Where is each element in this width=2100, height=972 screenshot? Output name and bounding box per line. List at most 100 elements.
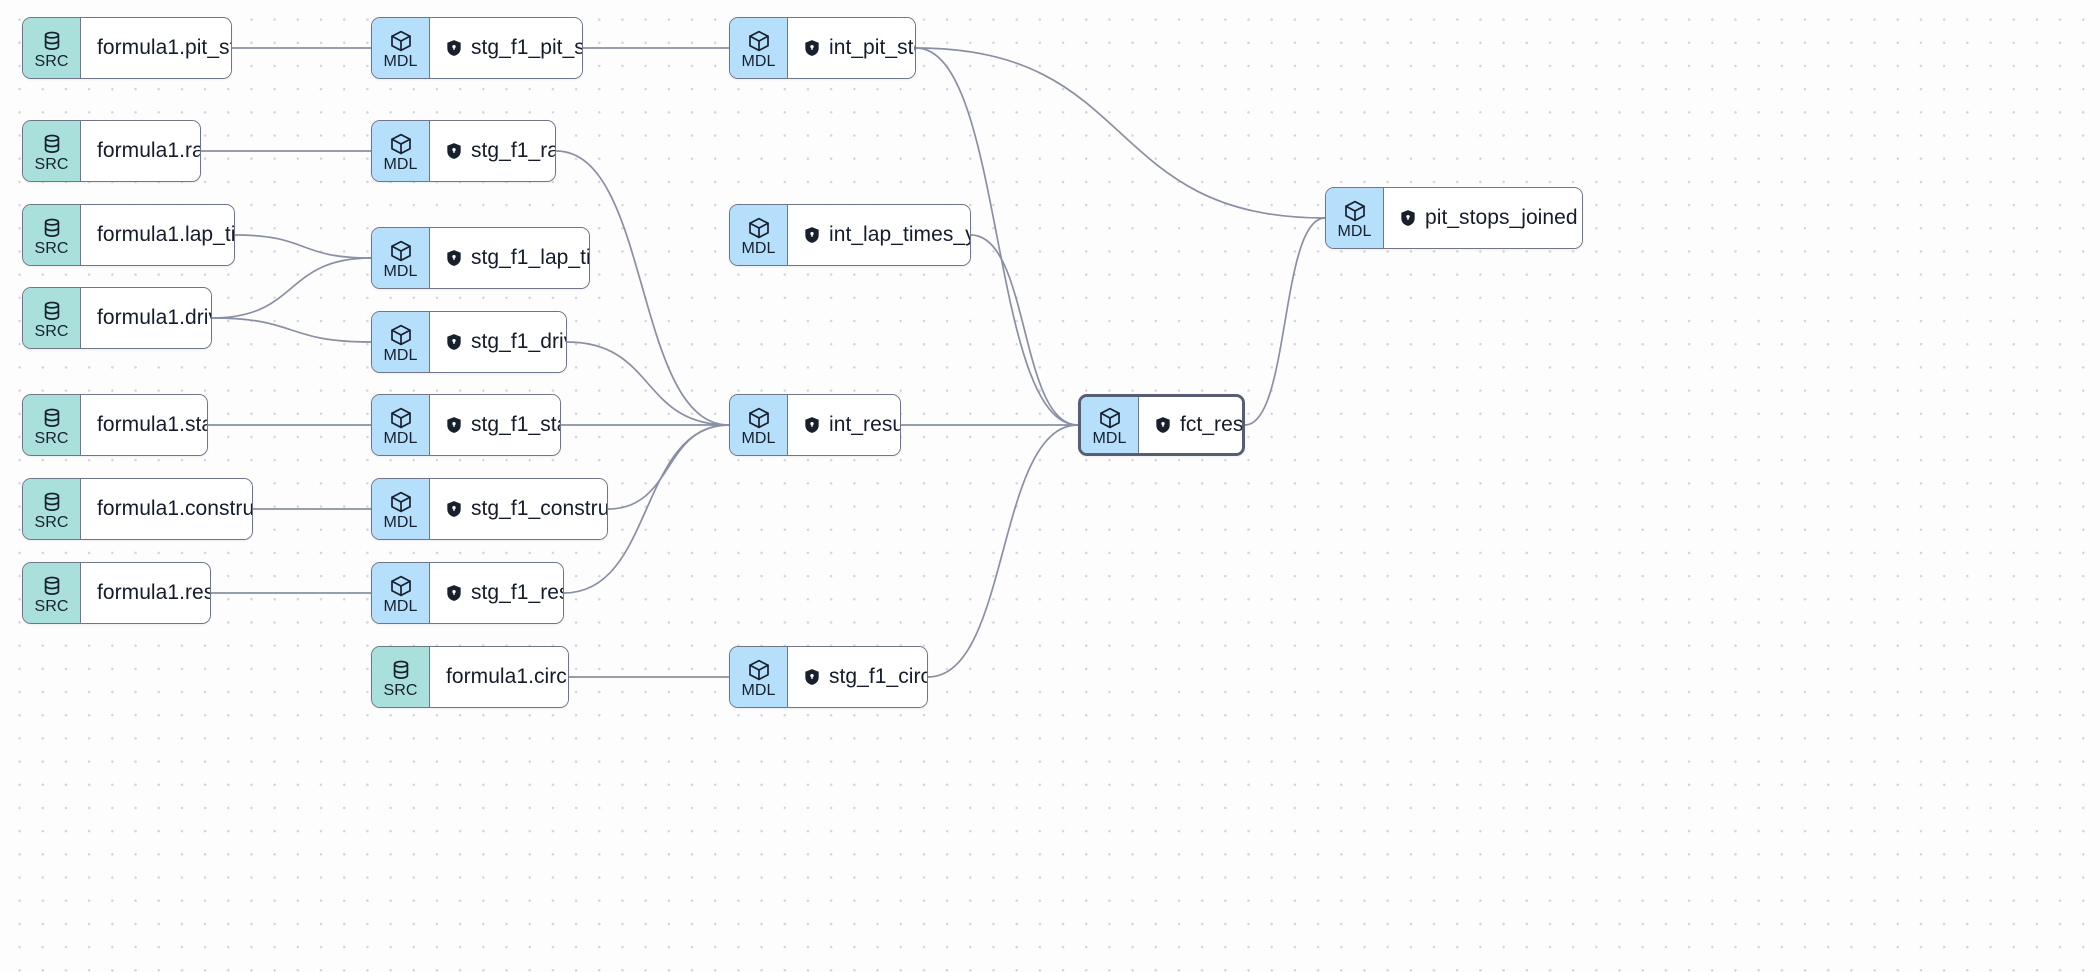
node-body: stg_f1_pit_stops [430, 18, 582, 78]
shield-icon [446, 249, 462, 267]
node-type-badge: MDL [730, 205, 788, 265]
graph-node-int_lap_times_yrs[interactable]: MDL int_lap_times_years [729, 204, 971, 266]
node-label: stg_f1_constructors [471, 497, 608, 520]
graph-node-src_pit_stops[interactable]: SRC formula1.pit_stops [22, 17, 232, 79]
database-icon [389, 658, 413, 682]
node-body: formula1.circuits [430, 647, 568, 707]
node-type-label: MDL [1092, 429, 1127, 447]
node-type-badge: SRC [23, 563, 81, 623]
node-type-label: MDL [383, 155, 418, 173]
node-type-label: SRC [34, 597, 69, 615]
node-type-label: SRC [383, 681, 418, 699]
node-body: formula1.pit_stops [81, 18, 231, 78]
node-body: formula1.status [81, 395, 207, 455]
node-type-badge: MDL [372, 563, 430, 623]
graph-node-stg_status[interactable]: MDL stg_f1_status [371, 394, 561, 456]
node-label: int_results [829, 413, 901, 436]
node-body: stg_f1_lap_times [430, 228, 589, 288]
node-body: formula1.drivers [81, 288, 211, 348]
node-type-label: MDL [383, 52, 418, 70]
shield-icon [1400, 209, 1416, 227]
node-label: formula1.circuits [446, 665, 568, 688]
graph-node-src_results[interactable]: SRC formula1.results [22, 562, 211, 624]
shield-icon [446, 142, 462, 160]
graph-node-src_circuits[interactable]: SRC formula1.circuits [371, 646, 569, 708]
graph-edge-stg_constructors-to-int_results [607, 424, 730, 510]
database-icon [40, 132, 64, 156]
database-icon [40, 490, 64, 514]
node-label: fct_results [1180, 413, 1244, 436]
graph-edge-stg_circuits-to-fct_results [927, 424, 1079, 678]
node-type-label: MDL [383, 429, 418, 447]
node-body: int_results [788, 395, 900, 455]
node-type-badge: MDL [730, 395, 788, 455]
node-label: formula1.lap_times [97, 223, 235, 246]
graph-node-fct_results[interactable]: MDL fct_results [1078, 394, 1245, 456]
node-type-label: MDL [383, 262, 418, 280]
node-body: formula1.constructors [81, 479, 252, 539]
shield-icon [446, 333, 462, 351]
node-type-badge: SRC [23, 121, 81, 181]
node-type-badge: MDL [372, 312, 430, 372]
node-type-badge: MDL [730, 18, 788, 78]
shield-icon [804, 39, 820, 57]
cube-icon [1343, 199, 1367, 223]
node-type-label: SRC [34, 155, 69, 173]
shield-icon [446, 416, 462, 434]
node-label: formula1.pit_stops [97, 36, 231, 59]
node-label: stg_f1_races [471, 139, 556, 162]
node-type-badge: SRC [372, 647, 430, 707]
node-type-badge: MDL [1326, 188, 1384, 248]
graph-node-stg_lap_times[interactable]: MDL stg_f1_lap_times [371, 227, 590, 289]
graph-node-src_lap_times[interactable]: SRC formula1.lap_times [22, 204, 235, 266]
cube-icon [389, 574, 413, 598]
cube-icon [389, 29, 413, 53]
graph-node-int_results[interactable]: MDL int_results [729, 394, 901, 456]
node-type-badge: SRC [23, 18, 81, 78]
graph-node-stg_pit_stops[interactable]: MDL stg_f1_pit_stops [371, 17, 583, 79]
node-body: fct_results [1139, 397, 1242, 453]
cube-icon [747, 658, 771, 682]
node-body: stg_f1_races [430, 121, 555, 181]
graph-node-stg_circuits[interactable]: MDL stg_f1_circuits [729, 646, 928, 708]
node-label: stg_f1_lap_times [471, 246, 589, 269]
node-label: stg_f1_status [471, 413, 560, 436]
node-type-badge: MDL [372, 395, 430, 455]
graph-edge-stg_drivers-to-int_results [566, 341, 730, 426]
node-type-badge: SRC [23, 205, 81, 265]
database-icon [40, 574, 64, 598]
shield-icon [804, 668, 820, 686]
node-label: stg_f1_circuits [829, 665, 928, 688]
node-body: formula1.results [81, 563, 210, 623]
graph-edge-src_drivers-to-stg_drivers [211, 317, 372, 343]
node-type-label: SRC [34, 513, 69, 531]
graph-node-stg_drivers[interactable]: MDL stg_f1_drivers [371, 311, 567, 373]
node-label: int_lap_times_years [829, 223, 970, 246]
node-label: stg_f1_drivers [471, 330, 566, 353]
graph-node-stg_races[interactable]: MDL stg_f1_races [371, 120, 556, 182]
node-type-badge: MDL [730, 647, 788, 707]
graph-node-int_pit_stops[interactable]: MDL int_pit_stops [729, 17, 916, 79]
node-label: formula1.results [97, 581, 211, 604]
graph-node-src_constructors[interactable]: SRC formula1.constructors [22, 478, 253, 540]
database-icon [40, 29, 64, 53]
cube-icon [389, 132, 413, 156]
node-label: int_pit_stops [829, 36, 915, 59]
node-type-badge: SRC [23, 479, 81, 539]
graph-edge-src_lap_times-to-stg_lap_times [234, 234, 372, 259]
cube-icon [389, 239, 413, 263]
node-body: stg_f1_constructors [430, 479, 607, 539]
shield-icon [446, 500, 462, 518]
node-label: formula1.constructors [97, 497, 252, 520]
node-body: stg_f1_drivers [430, 312, 566, 372]
graph-edge-int_lap_times_yrs-to-fct_results [970, 234, 1079, 426]
node-label: formula1.status [97, 413, 207, 436]
shield-icon [446, 39, 462, 57]
